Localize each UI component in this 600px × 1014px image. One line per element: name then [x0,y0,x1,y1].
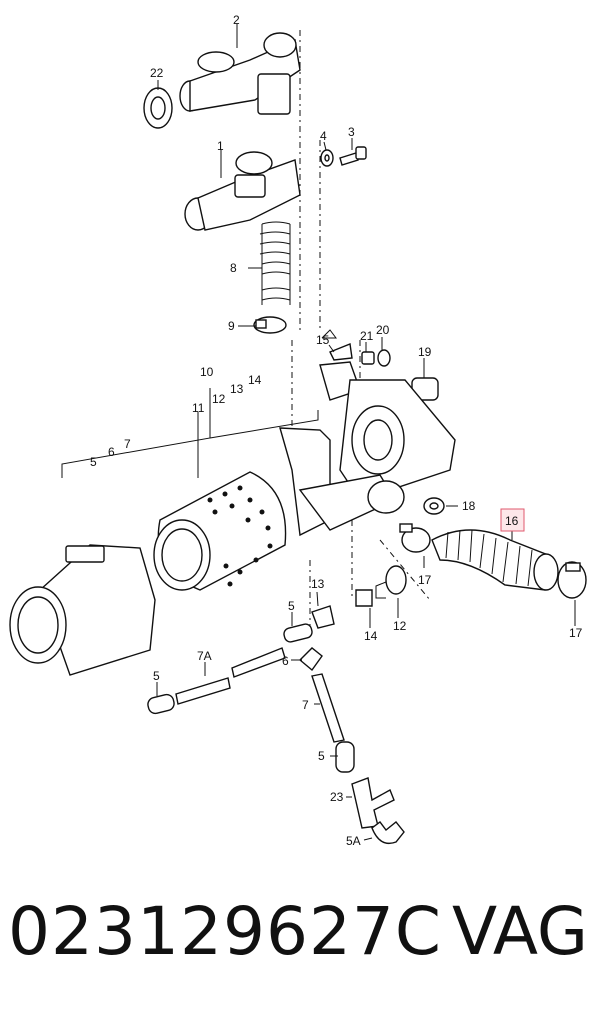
part-6-elbow [298,647,323,672]
callout-7-group: 7 [124,437,131,451]
callout-13-top: 13 [230,382,244,396]
part-10-filter-housing [9,544,156,676]
part-7A-vent-pipe [175,647,286,705]
part-17-hose-clamp-right [557,561,587,599]
callout-3: 3 [348,125,355,139]
callout-labels: 2 22 4 3 1 8 9 15 21 20 19 10 14 13 12 1… [90,13,583,848]
callout-9: 9 [228,319,235,333]
callout-15: 15 [316,333,330,347]
part-22-gasket [143,87,173,129]
callout-5A: 5A [346,834,361,848]
callout-14-top: 14 [248,373,262,387]
callout-16: 16 [505,514,519,528]
callout-23: 23 [330,790,344,804]
callout-19: 19 [418,345,432,359]
callout-5-lower: 5 [318,749,325,763]
part-2-throttle-housing [179,32,301,115]
part-1-throttle-body [184,151,301,231]
callout-17-right: 17 [569,626,583,640]
part-21-nut [361,351,375,365]
callout-5-right: 5 [288,599,295,613]
callout-6: 6 [282,654,289,668]
callout-5-left: 5 [153,669,160,683]
callout-17-left: 17 [418,573,432,587]
callout-4: 4 [320,129,327,143]
part-5-small-hose-left [147,693,175,715]
part-7-pipe [311,673,345,743]
part-18-grommet [423,497,445,515]
part-5-small-hose-mid [283,623,313,643]
callout-1: 1 [217,139,224,153]
part-13-bracket [311,605,335,629]
part-11-filter-element [153,471,287,591]
part-23-t-piece [351,777,395,829]
callout-6-group: 6 [108,445,115,459]
callout-11: 11 [192,401,205,415]
highlight-box-16 [500,508,525,532]
callout-2: 2 [233,13,240,27]
part-5A-hose-elbow [371,821,405,845]
part-3-screw [339,146,367,166]
callout-7A: 7A [197,649,212,663]
callout-8: 8 [230,261,237,275]
part-17-hose-clamp-left [399,523,431,553]
part-20-washer [377,349,391,367]
part-14-bracket [355,589,373,607]
air-filter-housing [279,361,456,537]
brand-name: VAG [451,893,588,970]
callout-5-group: 5 [90,455,97,469]
callout-12-bottom: 12 [393,619,407,633]
callout-10: 10 [200,365,214,379]
part-15-clip [329,343,353,361]
callout-13-bottom: 13 [311,577,325,591]
exploded-parts-diagram: 2 22 4 3 1 8 9 15 21 20 19 10 14 13 12 1… [9,13,587,848]
callout-21: 21 [360,329,374,343]
callout-18: 18 [462,499,476,513]
part-9-hose-clamp [253,316,287,334]
part-8-spring [259,221,291,305]
part-16-intake-hose [431,529,559,591]
group-10-bracket [61,329,337,478]
callout-22: 22 [150,66,164,80]
leader-lines [156,24,576,841]
callout-12-top: 12 [212,392,226,406]
part-4-washer [320,149,334,167]
part-number: 023129627C [8,893,443,970]
callout-7: 7 [302,698,309,712]
callout-14-bottom: 14 [364,629,378,643]
callout-20: 20 [376,323,390,337]
part-12-valve [375,565,407,599]
part-5-small-hose-lower [335,741,355,773]
